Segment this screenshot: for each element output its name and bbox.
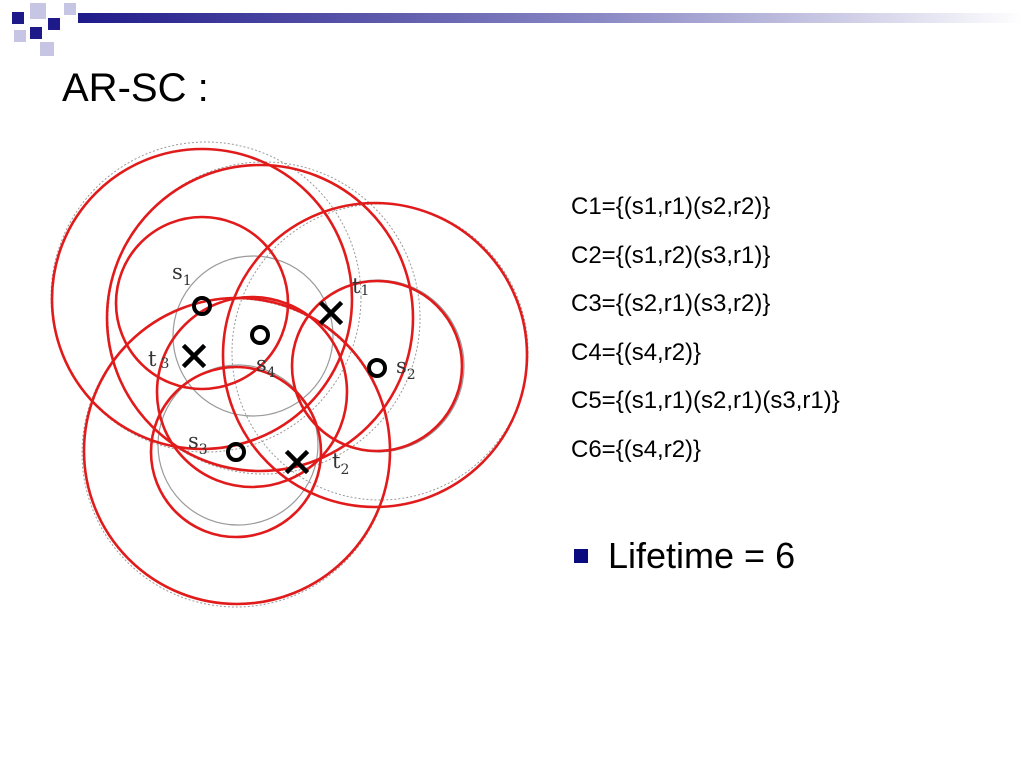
- lifetime-bullet: Lifetime = 6: [574, 532, 795, 580]
- gray-circle: [157, 364, 319, 526]
- deco-square: [12, 12, 24, 24]
- cover-set-item: C6={(s4,r2)}: [571, 435, 702, 463]
- cover-set-item: C2={(s1,r2)(s3,r1)}: [571, 241, 771, 269]
- dotted-circle: [50, 141, 362, 453]
- coverage-circle: [290, 279, 464, 453]
- deco-square: [14, 30, 26, 42]
- cover-set-item: C4={(s4,r2)}: [571, 338, 702, 366]
- header-gradient-bar: [78, 13, 1024, 23]
- slide-title: AR-SC :: [62, 66, 209, 110]
- sensor-s3-label: s3: [188, 429, 208, 458]
- sensor-s3-marker: [226, 442, 246, 462]
- cover-set-item: C3={(s2,r1)(s3,r2)}: [571, 290, 771, 317]
- target-t1-label: t1: [352, 274, 369, 299]
- deco-square: [30, 3, 46, 19]
- title-decoration: [12, 3, 1024, 56]
- sensor-s2-label: s2: [396, 354, 416, 383]
- square-bullet-icon: [574, 549, 588, 563]
- gray-circle: [172, 255, 334, 417]
- lifetime-text: Lifetime = 6: [608, 535, 796, 576]
- cover-set-list: C1={(s1,r1)(s2,r2)} C2={(s1,r2)(s3,r1)} …: [571, 183, 840, 474]
- deco-square: [48, 18, 60, 30]
- deco-square: [64, 3, 76, 15]
- target-t2-label: t2: [332, 449, 349, 478]
- cover-set-item: C1={(s1,r1)(s2,r2)}: [571, 193, 771, 220]
- target-t2-marker: [284, 449, 310, 475]
- coverage-circle: [149, 365, 323, 539]
- sensor-s1-marker: [192, 296, 212, 316]
- sensor-s4-label: s4: [256, 352, 276, 381]
- cover-set-item: C5={(s1,r1)(s2,r1)(s3,r1)}: [571, 387, 840, 414]
- target-t3-marker: [181, 343, 207, 369]
- sensor-s4-marker: [250, 325, 270, 345]
- sensor-s1-label: s1: [172, 260, 192, 289]
- deco-square: [40, 42, 54, 56]
- coverage-circle: [155, 295, 349, 489]
- sensor-s2-marker: [367, 358, 387, 378]
- coverage-circle: [105, 163, 415, 473]
- coverage-circle: [50, 147, 354, 451]
- deco-square: [30, 27, 42, 39]
- target-t1-marker: [318, 300, 344, 326]
- coverage-circle: [221, 201, 529, 509]
